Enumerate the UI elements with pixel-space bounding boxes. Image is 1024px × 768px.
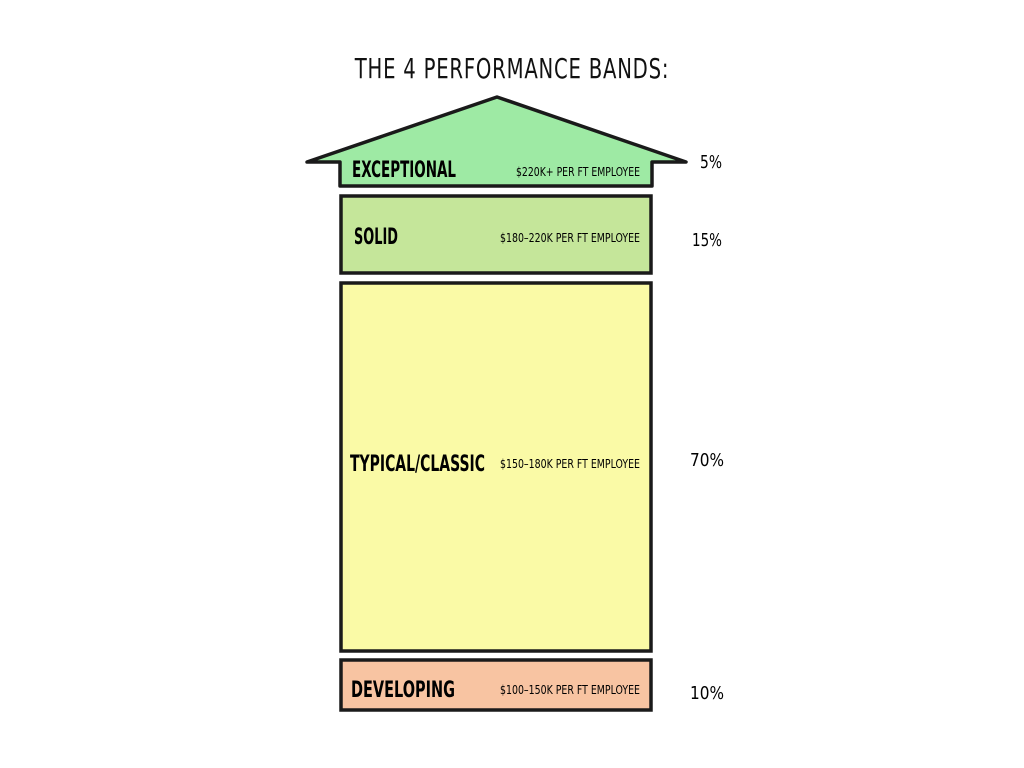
band-developing-box bbox=[339, 658, 653, 712]
band-solid-box bbox=[339, 194, 653, 275]
band-typical-classic-percent: 70% bbox=[690, 450, 724, 471]
band-solid-range: $180–220K PER FT EMPLOYEE bbox=[500, 231, 640, 245]
band-typical-classic-label: TYPICAL/CLASSIC bbox=[350, 452, 485, 477]
band-exceptional-range: $220K+ PER FT EMPLOYEE bbox=[516, 165, 640, 179]
band-exceptional: EXCEPTIONAL $220K+ PER FT EMPLOYEE 5% bbox=[305, 95, 722, 188]
band-solid-label: SOLID bbox=[354, 225, 398, 250]
band-exceptional-percent: 5% bbox=[700, 152, 722, 173]
band-developing-label: DEVELOPING bbox=[351, 678, 455, 703]
band-typical-classic: TYPICAL/CLASSIC $150–180K PER FT EMPLOYE… bbox=[339, 281, 724, 653]
band-developing: DEVELOPING $100–150K PER FT EMPLOYEE 10% bbox=[339, 658, 724, 712]
band-solid-percent: 15% bbox=[692, 230, 722, 251]
diagram-title: THE 4 PERFORMANCE BANDS: bbox=[354, 52, 670, 85]
band-typical-classic-box bbox=[339, 281, 653, 653]
band-exceptional-arrow-shape bbox=[305, 95, 688, 188]
band-typical-classic-range: $150–180K PER FT EMPLOYEE bbox=[500, 457, 640, 471]
band-developing-range: $100–150K PER FT EMPLOYEE bbox=[500, 683, 640, 697]
band-solid: SOLID $180–220K PER FT EMPLOYEE 15% bbox=[339, 194, 722, 275]
band-exceptional-label: EXCEPTIONAL bbox=[352, 158, 456, 183]
band-developing-percent: 10% bbox=[690, 683, 724, 704]
